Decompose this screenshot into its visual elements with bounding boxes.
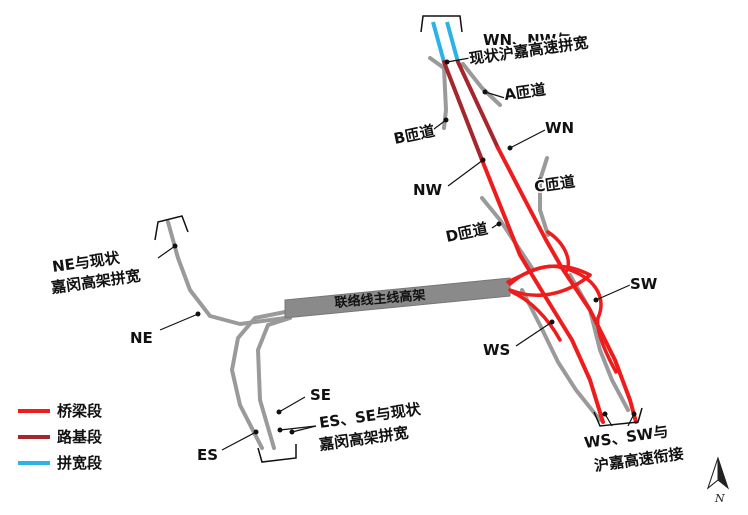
bracket-ws-sw <box>593 407 643 427</box>
label-ramp-b: B匝道 <box>392 122 436 148</box>
leader-lines <box>157 54 637 451</box>
bridge-loop-lower <box>508 273 592 298</box>
main-viaduct-bar <box>284 277 511 319</box>
bridge-loop-ne <box>506 264 564 284</box>
bridge-sw-curve <box>568 268 618 374</box>
embankment-nw <box>442 60 484 162</box>
widening-nw <box>445 21 460 63</box>
label-nw: NW <box>413 181 443 199</box>
north-arrow-icon: N <box>706 456 730 505</box>
label-es: ES <box>197 446 218 464</box>
label-ne: NE <box>130 329 153 347</box>
ws-existing-road <box>520 288 602 422</box>
bridge-wn <box>496 146 638 424</box>
legend-label-widening: 拼宽段 <box>57 454 102 472</box>
se-existing-road <box>256 316 292 450</box>
ramp-a-road <box>461 62 502 107</box>
bracket-ne <box>154 215 189 241</box>
existing-roads <box>166 56 630 450</box>
widening-sections <box>431 21 460 63</box>
legend-label-bridge: 桥梁段 <box>57 402 102 420</box>
ramp-d-road <box>480 196 534 270</box>
north-label: N <box>714 492 725 505</box>
label-ramp-a: A匝道 <box>503 80 547 104</box>
label-ws-sw-bottom: 沪嘉高速衔接 <box>593 445 685 475</box>
ne-existing-road <box>166 220 287 326</box>
label-sw: SW <box>630 275 658 293</box>
bridge-sections <box>480 146 638 424</box>
label-wn: WN <box>545 119 574 137</box>
bridge-nw <box>480 158 605 424</box>
label-ramp-d: D匝道 <box>444 219 489 245</box>
widening-wn <box>431 21 446 63</box>
label-main-viaduct: 联络线主线高架 <box>334 287 426 311</box>
embankment-wn <box>456 60 500 150</box>
bracket-north <box>420 15 463 33</box>
es-existing-road <box>230 310 287 450</box>
legend: 桥梁段 路基段 拼宽段 <box>18 401 104 474</box>
label-se: SE <box>310 386 331 404</box>
bridge-ws-link <box>510 290 562 342</box>
label-ws: WS <box>483 341 510 359</box>
legend-label-embankment: 路基段 <box>57 428 102 446</box>
end-brackets <box>154 15 643 463</box>
label-wn-nw-top: WN、NW与 <box>483 31 571 49</box>
bridge-loop-c <box>546 230 570 274</box>
ramp-c-road <box>538 156 550 237</box>
ramp-b-road <box>428 56 448 130</box>
bracket-es-se <box>257 444 297 463</box>
embankment-sections <box>442 60 500 162</box>
